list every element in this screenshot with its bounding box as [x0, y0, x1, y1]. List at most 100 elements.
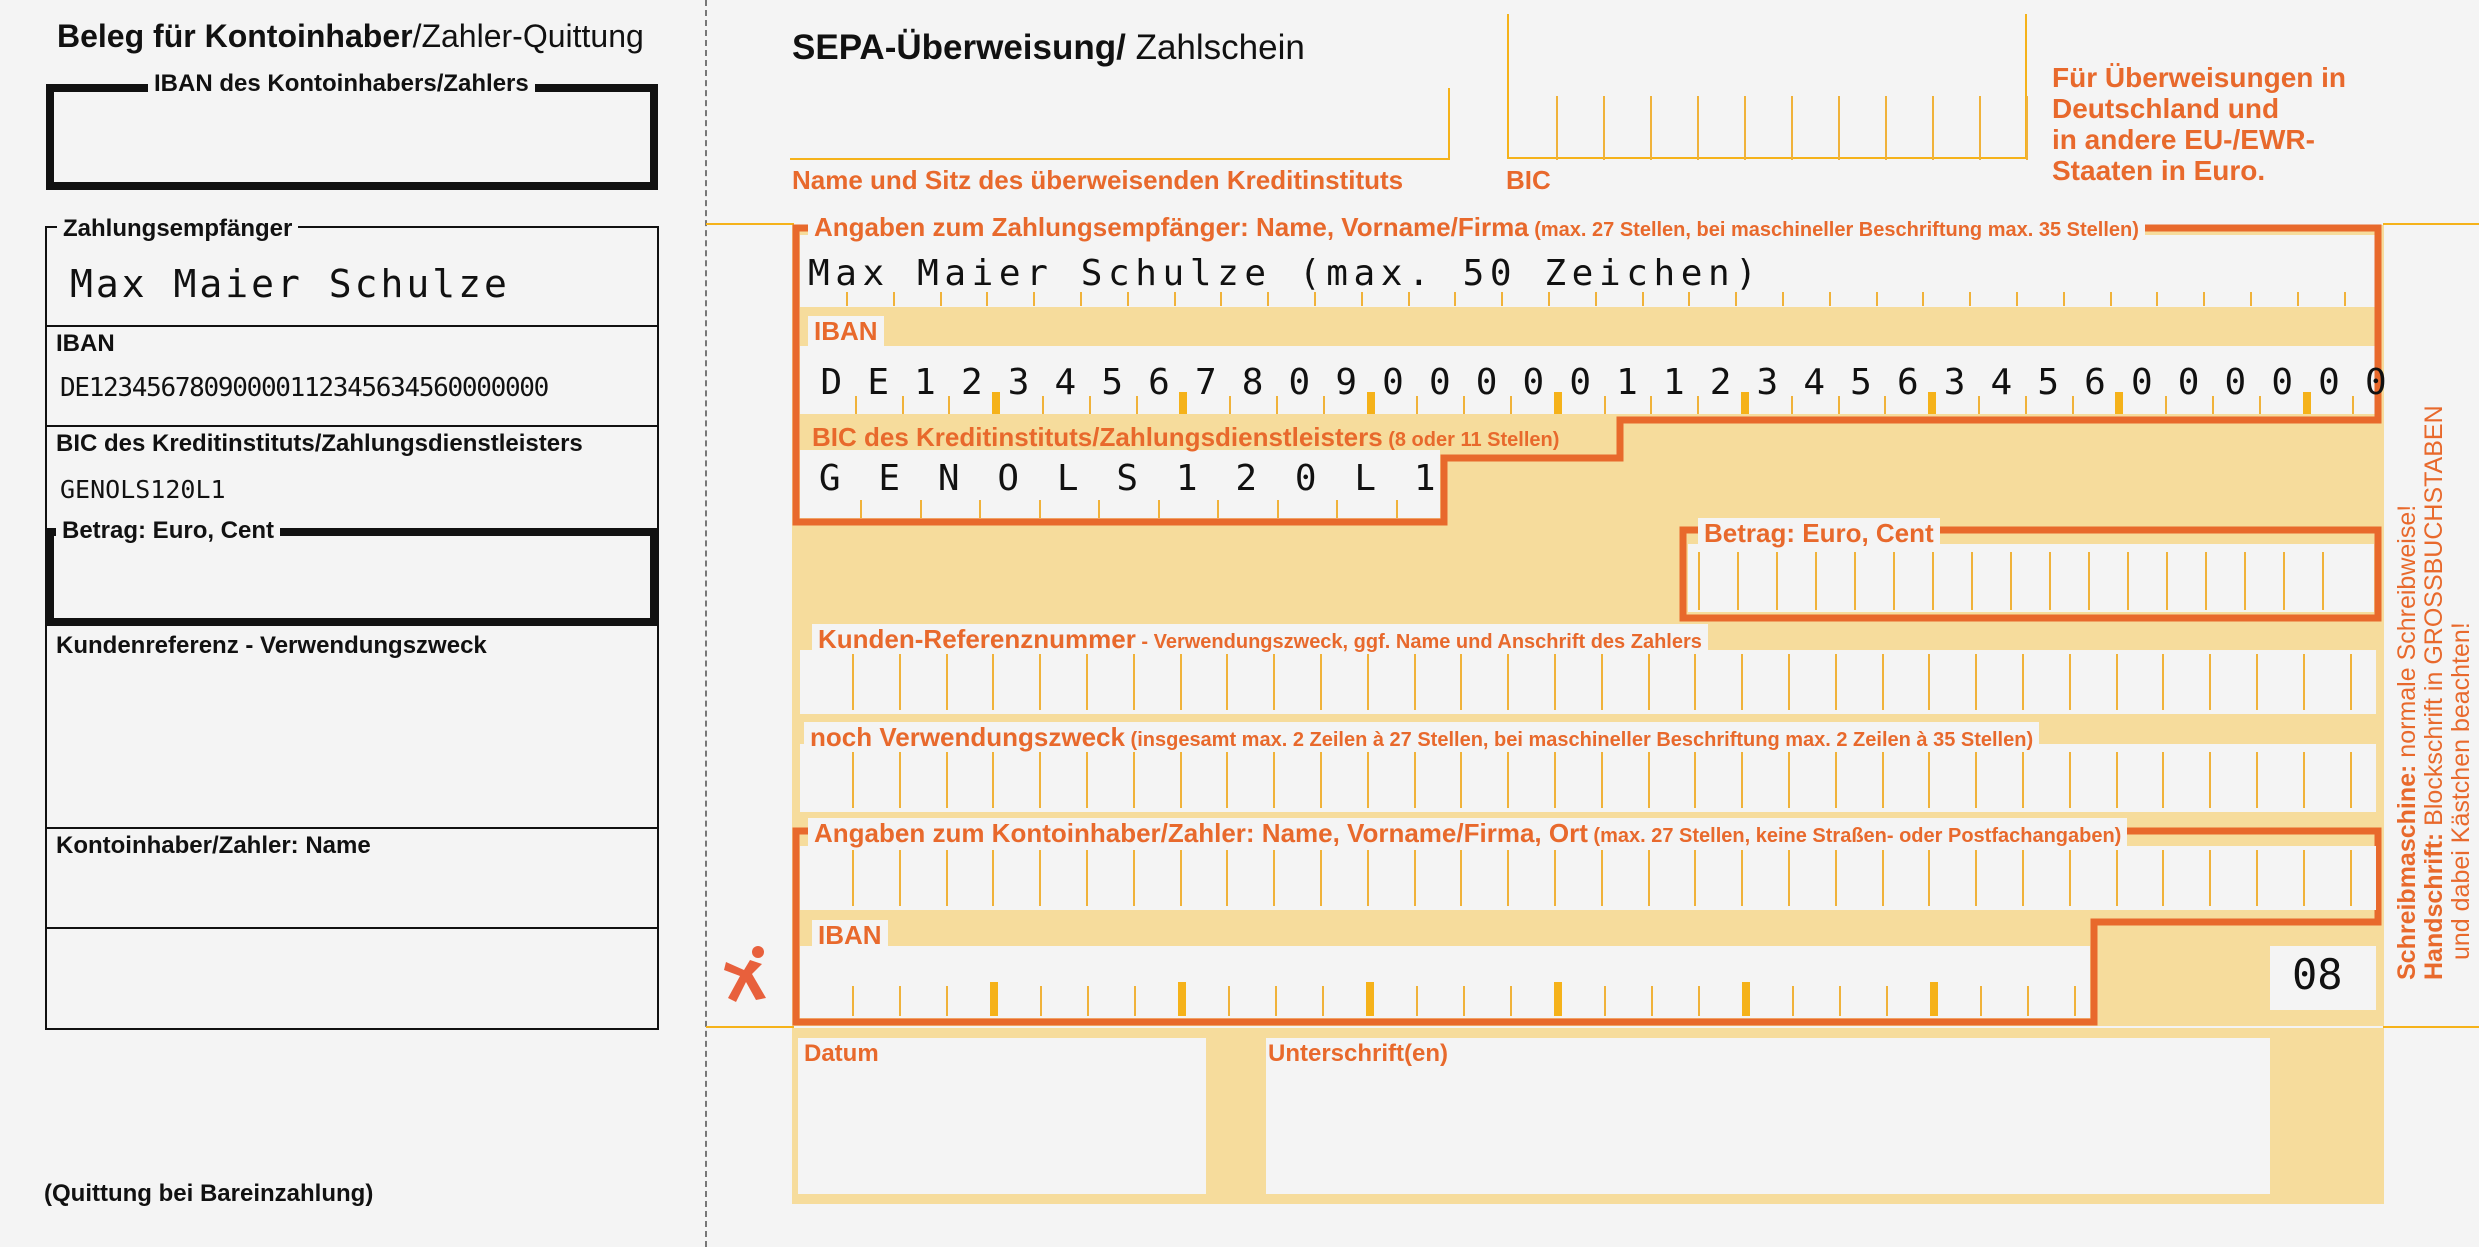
- payer-label-bold: Angaben zum Kontoinhaber/Zahler: Name, V…: [814, 818, 1588, 848]
- stub-main-box: [45, 226, 659, 1030]
- char-cell: 3: [1943, 362, 1966, 403]
- tick-mark: [1603, 396, 1606, 414]
- tick-mark: [1650, 396, 1653, 414]
- stub-bic-value[interactable]: GENOLS120L1: [60, 475, 226, 504]
- payer-name-field[interactable]: [800, 846, 2376, 910]
- signature-field[interactable]: [1266, 1038, 2270, 1194]
- tick-mark: [1320, 850, 1322, 906]
- amount-field[interactable]: [1688, 544, 2374, 612]
- tick-mark: [846, 292, 848, 306]
- euro-notice-line-3: in andere EU-/EWR-: [2052, 124, 2315, 155]
- tick-mark: [1782, 292, 1784, 306]
- tick-mark: [1600, 850, 1603, 906]
- tick-mark: [1226, 850, 1229, 906]
- reference-field[interactable]: [800, 650, 2376, 714]
- bic-label-bold: BIC des Kreditinstituts/Zahlungsdienstle…: [812, 422, 1383, 452]
- tick-mark: [2352, 396, 2355, 414]
- char-cell: 1: [914, 362, 936, 403]
- stub-payee-value[interactable]: Max Maier Schulze: [70, 262, 510, 306]
- tick-mark: [1554, 654, 1556, 710]
- char-cell: 0: [2318, 362, 2340, 403]
- payer-label-small: (max. 27 Stellen, keine Straßen- oder Po…: [1587, 825, 2122, 847]
- tick-mark: [1086, 850, 1088, 906]
- tick-mark: [2156, 292, 2159, 306]
- tick-mark: [1838, 96, 1840, 160]
- tick-mark: [1554, 850, 1556, 906]
- euro-notice: Für Überweisungen in Deutschland und in …: [2052, 62, 2346, 186]
- tick-mark: [1228, 986, 1230, 1016]
- tick-mark: [945, 654, 948, 710]
- tick-mark: [2343, 292, 2346, 306]
- tick-mark: [1928, 654, 1931, 710]
- perforation-line: [705, 0, 707, 1247]
- tick-mark: [901, 396, 904, 414]
- tick-mark: [1040, 986, 1042, 1016]
- tick-mark: [1688, 292, 1691, 306]
- stub-payer-name-label: Kontoinhaber/Zahler: Name: [56, 832, 371, 859]
- char-cell: 6: [1148, 362, 1170, 403]
- tick-mark: [1039, 752, 1042, 808]
- tick-mark: [1395, 500, 1398, 518]
- tick-mark: [1179, 752, 1182, 808]
- purpose-field[interactable]: [800, 744, 2376, 812]
- tick-mark: [898, 654, 901, 710]
- tick-mark: [2127, 552, 2129, 610]
- euro-notice-line-4: Staaten in Euro.: [2052, 155, 2266, 186]
- tick-mark: [1881, 850, 1884, 906]
- tick-mark: [1828, 292, 1831, 306]
- sparkasse-person-icon: [724, 946, 766, 1002]
- bic-top-field[interactable]: [1507, 14, 2027, 159]
- tick-mark: [1157, 500, 1160, 518]
- tick-mark: [1788, 850, 1790, 906]
- tick-mark: [1594, 292, 1597, 306]
- bic-field[interactable]: [800, 450, 1440, 518]
- tick-mark: [1460, 654, 1463, 710]
- stub-iban-value[interactable]: DE12345678090000112345634560000000: [60, 373, 549, 403]
- stub-cash-note: (Quittung bei Bareinzahlung): [44, 1180, 374, 1207]
- tick-mark: [1600, 654, 1603, 710]
- iban-field[interactable]: [800, 346, 2376, 414]
- tick-mark: [2162, 752, 2165, 808]
- char-cell: 7: [1194, 362, 1217, 403]
- stub-payee-label: Zahlungsempfänger: [57, 215, 299, 243]
- char-cell: 1: [1616, 362, 1638, 403]
- tick-mark: [992, 850, 995, 906]
- tick-mark: [1366, 392, 1375, 414]
- tick-mark: [1604, 986, 1606, 1016]
- char-cell: 2: [1709, 362, 1732, 403]
- stub-reference-label: Kundenreferenz - Verwendungszweck: [56, 632, 487, 659]
- tick-mark: [1932, 96, 1934, 160]
- tick-mark: [1791, 96, 1793, 160]
- tick-mark: [2024, 396, 2027, 414]
- purpose-label-bold: noch Verwendungszweck: [810, 722, 1125, 752]
- tick-mark: [852, 654, 854, 710]
- reference-label-small: - Verwendungszweck, ggf. Name und Anschr…: [1135, 631, 1702, 653]
- stub-title-rest: /Zahler-Quittung: [412, 18, 644, 54]
- tick-mark: [2162, 654, 2165, 710]
- payee-name-value[interactable]: Max Maier Schulze (max. 50 Zeichen): [808, 253, 1763, 294]
- tick-mark: [1697, 96, 1699, 160]
- payee-name-field[interactable]: [800, 235, 2376, 307]
- tick-mark: [2250, 292, 2252, 306]
- tick-mark: [1647, 654, 1650, 710]
- side-line-2: Handschrift: Blockschrift in GROSSBUCHST…: [2420, 405, 2448, 980]
- tick-mark: [1928, 752, 1931, 808]
- tick-mark: [1742, 982, 1750, 1016]
- tick-mark: [1741, 654, 1744, 710]
- stub-divider-4: [45, 927, 659, 929]
- tick-mark: [1548, 292, 1550, 306]
- payer-iban-field[interactable]: [800, 946, 2090, 1018]
- char-cell: 5: [2037, 362, 2060, 403]
- tick-mark: [1975, 752, 1978, 808]
- tick-mark: [1135, 396, 1138, 414]
- tick-mark: [2302, 654, 2305, 710]
- tick-mark: [1788, 752, 1790, 808]
- char-cell: 5: [1850, 362, 1872, 403]
- tick-mark: [2068, 850, 2071, 906]
- tick-mark: [2302, 850, 2305, 906]
- stub-amount-field[interactable]: [46, 528, 658, 626]
- tick-mark: [992, 654, 995, 710]
- bank-name-field[interactable]: [790, 88, 1450, 160]
- date-field[interactable]: [798, 1038, 1206, 1194]
- char-cell: 3: [1756, 362, 1779, 403]
